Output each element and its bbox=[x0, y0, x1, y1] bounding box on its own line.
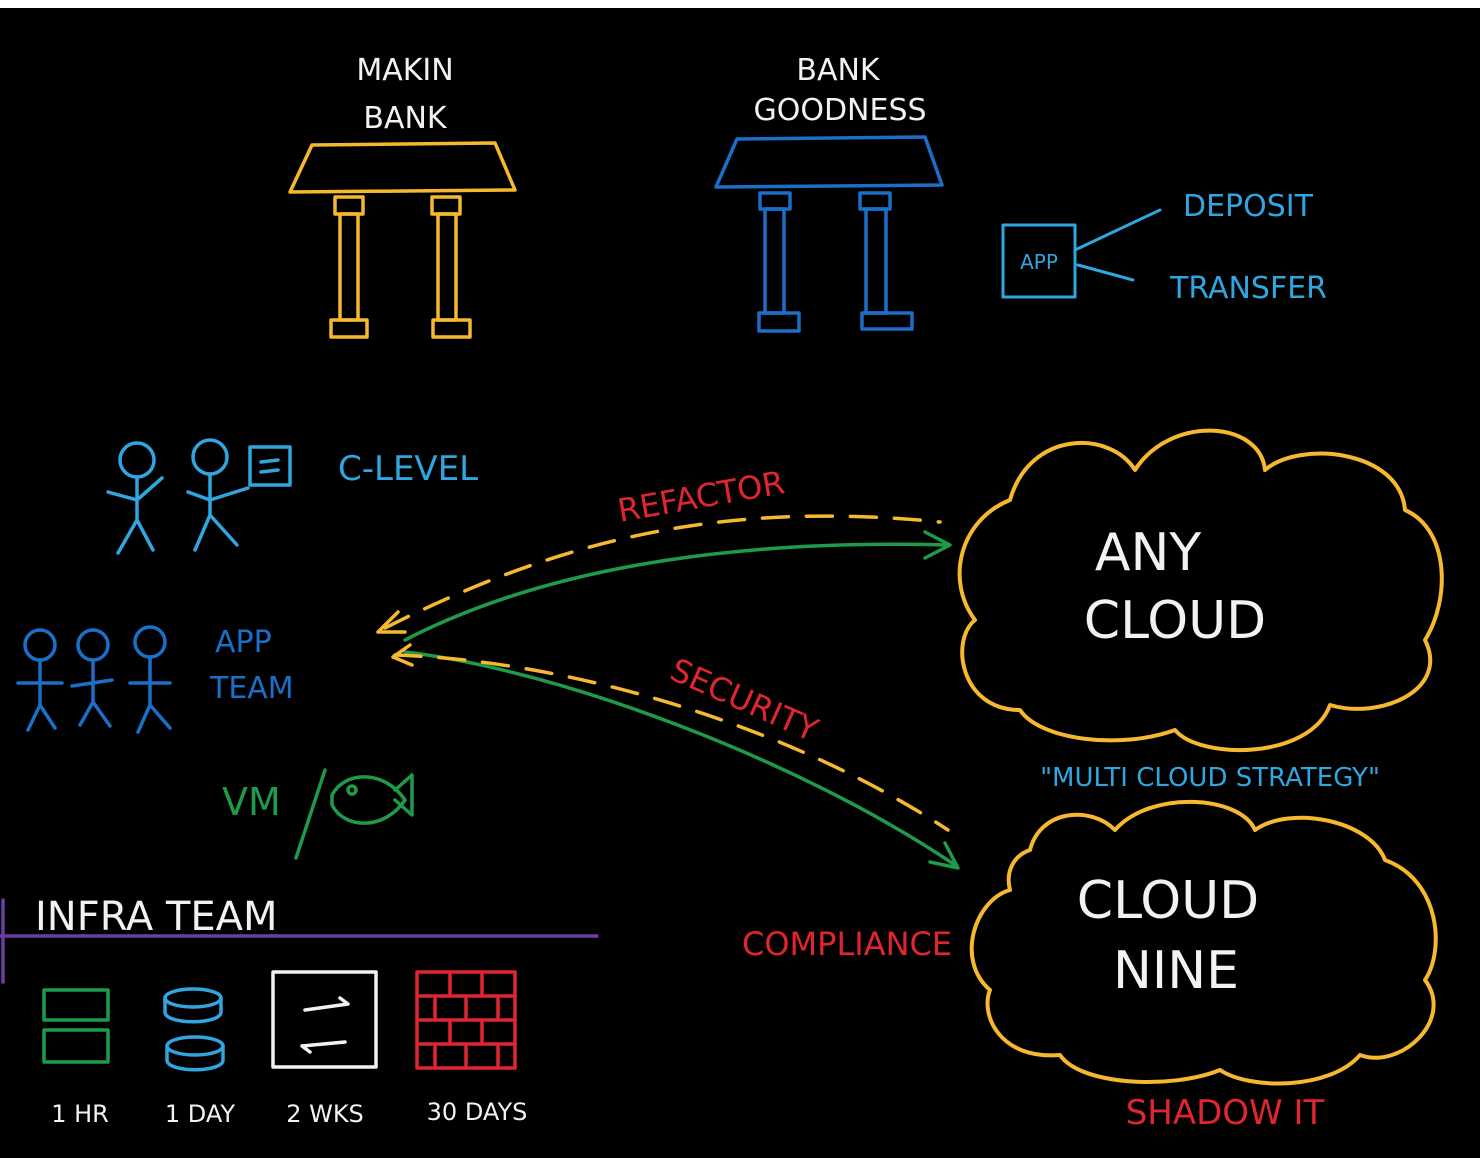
refactor-label: REFACTOR bbox=[615, 463, 788, 530]
vm-slash-fish-icon bbox=[294, 768, 414, 860]
any-cloud-shape bbox=[957, 428, 1444, 752]
security-arrow bbox=[391, 643, 960, 870]
infra-item-label-4: 30 DAYS bbox=[427, 1098, 528, 1126]
vm-label: VM bbox=[222, 780, 281, 824]
network-switch-icon bbox=[271, 970, 378, 1069]
deposit-label: DEPOSIT bbox=[1183, 189, 1314, 224]
infra-team-divider bbox=[0, 898, 599, 984]
infra-item-label-1: 1 HR bbox=[51, 1100, 109, 1128]
app-box-label: APP bbox=[1020, 250, 1058, 274]
compliance-label: COMPLIANCE bbox=[742, 925, 952, 963]
c-level-people-icon bbox=[106, 438, 292, 555]
any-cloud-label-line2: CLOUD bbox=[1084, 591, 1266, 651]
c-level-label: C-LEVEL bbox=[338, 449, 478, 489]
app-box bbox=[1001, 208, 1162, 299]
multi-cloud-strategy-label: "MULTI CLOUD STRATEGY" bbox=[1040, 763, 1380, 793]
server-rack-icon bbox=[42, 988, 110, 1064]
cloud-nine-shape bbox=[969, 799, 1438, 1086]
app-team-label-line1: APP bbox=[215, 625, 272, 660]
app-team-label-line2: TEAM bbox=[209, 671, 294, 706]
makin-bank-label-line2: BANK bbox=[363, 101, 448, 136]
infra-team-title: INFRA TEAM bbox=[35, 894, 278, 940]
app-team-people-icon bbox=[16, 625, 172, 734]
bank-goodness-icon bbox=[714, 135, 944, 333]
makin-bank-label-line1: MAKIN bbox=[356, 53, 453, 88]
cloud-nine-label-line2: NINE bbox=[1113, 941, 1239, 1001]
top-border bbox=[0, 0, 1480, 8]
refactor-arrow bbox=[376, 514, 952, 642]
firewall-icon bbox=[415, 970, 517, 1070]
shadow-it-label: SHADOW IT bbox=[1126, 1093, 1325, 1133]
any-cloud-label-line1: ANY bbox=[1095, 523, 1201, 583]
makin-bank-icon bbox=[288, 141, 517, 339]
transfer-label: TRANSFER bbox=[1169, 271, 1327, 306]
database-icon bbox=[163, 987, 225, 1072]
security-label: SECURITY bbox=[665, 651, 824, 750]
cloud-nine-label-line1: CLOUD bbox=[1077, 871, 1259, 931]
infra-item-label-3: 2 WKS bbox=[286, 1100, 364, 1128]
bank-goodness-label-line1: BANK bbox=[796, 53, 881, 88]
infra-item-label-2: 1 DAY bbox=[165, 1100, 236, 1128]
bank-goodness-label-line2: GOODNESS bbox=[753, 93, 926, 128]
